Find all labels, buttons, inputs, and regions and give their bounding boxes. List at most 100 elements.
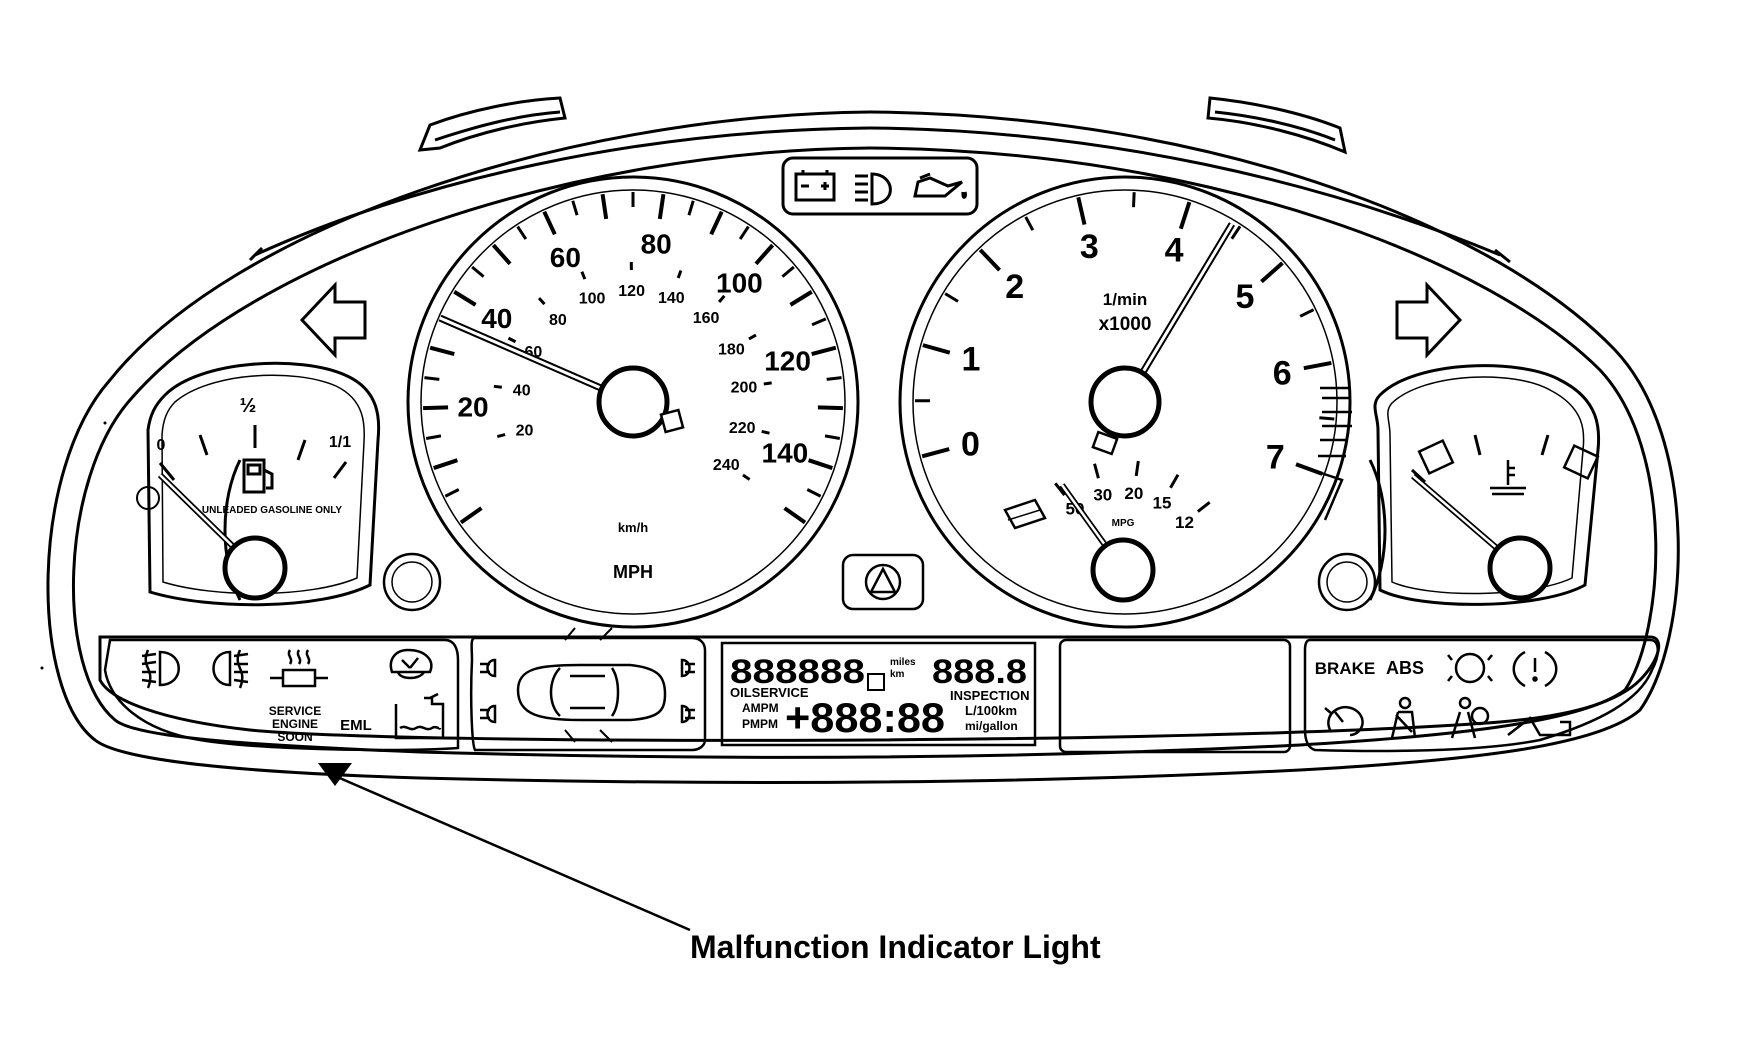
speedometer-minor-tick [516, 225, 528, 240]
tachometer-minor-tick [1024, 216, 1035, 231]
mi-gallon-label: mi/gallon [965, 719, 1018, 733]
odometer-display: 888888 miles km 888.8 OILSERVICE INSPECT… [720, 641, 1037, 747]
ampm-label-1: AMPM [742, 701, 779, 715]
tachometer-label: 2 [1005, 268, 1024, 306]
tachometer-label: 7 [1266, 439, 1285, 477]
top-warning-lamps [781, 156, 979, 216]
airbag-icon [1450, 696, 1490, 739]
car-outline-icon [516, 663, 667, 722]
speedometer-kmh-label: 180 [718, 341, 745, 358]
right-front-light-icon [680, 658, 695, 678]
speedometer-kmh-tick [580, 271, 587, 280]
left-rear-light-icon [480, 704, 497, 724]
left-mount-tab [417, 96, 567, 152]
tachometer-major-tick [1178, 201, 1192, 230]
tachometer-label: 0 [961, 425, 980, 463]
speedometer-major-tick [754, 243, 775, 266]
right-turn-signal-icon [1395, 281, 1463, 359]
washer-fluid-icon [389, 648, 433, 680]
speedometer-kmh-tick [507, 336, 517, 344]
mpg-tick [1054, 482, 1066, 497]
mpg-tick [1196, 501, 1211, 513]
left-round-lamp [382, 552, 442, 612]
cruise-control-icon [1324, 705, 1364, 737]
oil-pressure-icon [913, 172, 967, 199]
speedometer-mph-label: 40 [481, 303, 512, 334]
speedometer-minor-tick [687, 200, 695, 216]
speedometer-kmh-label: 20 [516, 423, 534, 440]
fuel-empty-label: 0 [157, 437, 166, 454]
seatbelt-icon [1390, 696, 1417, 739]
tachometer-major-tick [1303, 360, 1332, 371]
speedometer-minor-tick [471, 265, 485, 278]
speedometer-minor-tick [424, 376, 440, 381]
speedometer-major-tick [600, 193, 609, 220]
traction-control-icon [1447, 652, 1493, 684]
speedometer-major-tick [811, 345, 837, 357]
mpg-hub [1090, 537, 1156, 603]
eml-indicator: EML [340, 717, 372, 734]
speedometer-kmh-tick [493, 384, 502, 389]
speedometer-major-tick [817, 405, 843, 411]
center-warning-lamp [841, 553, 925, 611]
odometer-km-label: km [890, 669, 905, 680]
tachometer-label: 6 [1273, 354, 1292, 392]
speedometer-kmh-tick [676, 269, 683, 279]
tachometer-major-tick [1260, 261, 1284, 284]
speedometer-major-tick [709, 210, 724, 236]
rear-fog-light-icon [212, 649, 249, 689]
speedometer-minor-tick [811, 317, 827, 327]
speedometer-minor-tick [781, 265, 795, 278]
catalytic-converter-icon [270, 649, 328, 688]
speedometer-mph-label: 20 [457, 392, 488, 423]
door-status-panel [469, 627, 707, 752]
indicator-strip [98, 635, 1661, 742]
speedometer-major-tick [429, 345, 455, 357]
speedometer-kmh-label: 120 [618, 283, 645, 300]
mpg-tick [1093, 463, 1100, 479]
speedometer-major-tick [453, 290, 477, 307]
fuel-notice: UNLEADED GASOLINE ONLY [202, 505, 343, 516]
blank-display [1058, 638, 1292, 754]
mpg-tick [1169, 473, 1180, 489]
mpg-label: 12 [1175, 513, 1194, 532]
tachometer-major-tick [922, 343, 951, 355]
brake-warning-label: BRAKE [1315, 659, 1375, 678]
coolant-level-icon [394, 692, 445, 740]
speedometer-mph-label: 60 [550, 242, 581, 273]
warning-triangle-icon [868, 566, 898, 594]
tachometer-minor-tick [944, 292, 959, 303]
mpg-label: 15 [1153, 493, 1172, 512]
right-round-lamp [1317, 552, 1377, 612]
tachometer-label: 3 [1080, 228, 1099, 266]
cluster-inner-housing [71, 146, 1658, 759]
speedometer-kmh-label: 140 [658, 290, 685, 307]
speedometer-kmh-label: 240 [713, 457, 740, 474]
speedometer-major-tick [783, 506, 807, 525]
coolant-temperature-icon [1490, 460, 1526, 496]
speedometer-hub [596, 365, 670, 439]
speedometer-mph-label: 140 [762, 437, 809, 468]
speedometer-minor-tick [571, 200, 579, 216]
tachometer-minor-tick [1319, 416, 1335, 421]
service-engine-soon-line2: ENGINE [272, 717, 318, 731]
speedometer-minor-tick [738, 225, 750, 240]
speedometer-kmh-label: 80 [549, 312, 567, 329]
inspection-label: INSPECTION [950, 688, 1029, 703]
speedometer-kmh-tick [748, 333, 757, 341]
oil-service-label: OILSERVICE [730, 685, 809, 700]
right-rear-light-icon [680, 704, 695, 724]
speedometer-kmh-unit: km/h [618, 520, 648, 535]
speedometer-major-tick [433, 458, 459, 470]
tachometer-minor-tick [1230, 225, 1242, 240]
cluster-visor [254, 126, 1501, 257]
speedometer-kmh-label: 160 [693, 310, 720, 327]
service-engine-soon-line1: SERVICE [269, 704, 321, 718]
speedometer-major-tick [459, 506, 483, 525]
right-indicator-panel: BRAKE ABS [1303, 638, 1659, 753]
abs-warning-label: ABS [1386, 658, 1424, 678]
left-front-light-icon [480, 658, 497, 678]
tachometer-minor-tick [1299, 308, 1315, 318]
